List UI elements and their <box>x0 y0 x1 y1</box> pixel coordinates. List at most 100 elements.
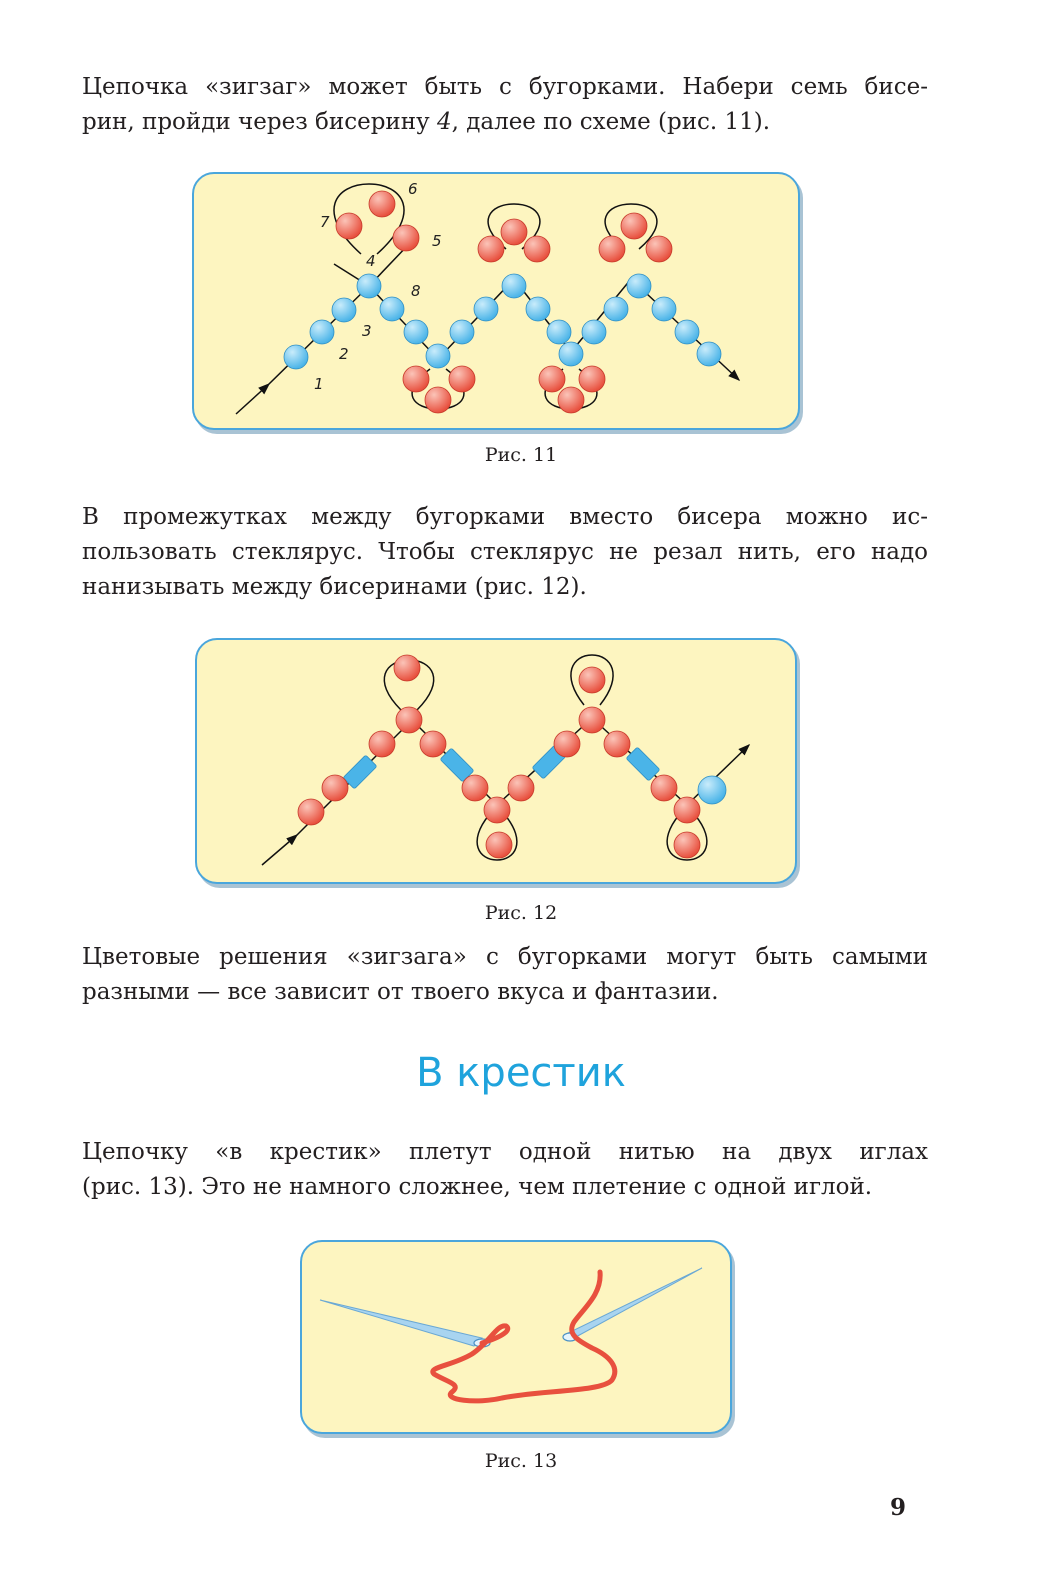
section-heading: В крестик <box>416 1050 626 1096</box>
paragraph-cross-chain: Цепочку «в крестик» плетут одной нитью н… <box>82 1135 928 1205</box>
thread-arrow-out <box>686 743 751 806</box>
blue-bead <box>697 775 727 805</box>
thread-loop <box>333 183 405 255</box>
red-thread <box>430 1269 618 1404</box>
thread-loop <box>666 814 708 861</box>
bugle-bead <box>440 748 474 782</box>
red-bead <box>393 654 421 682</box>
red-bead <box>477 235 505 263</box>
blue-bead <box>501 273 527 299</box>
text-line: (рис. 13). Это не намного сложнее, чем п… <box>82 1174 873 1200</box>
red-bead <box>368 730 396 758</box>
bead-label: 6 <box>408 180 418 198</box>
blue-bead <box>425 343 451 369</box>
bead-label: 5 <box>432 232 442 250</box>
red-bead <box>321 774 349 802</box>
bead-label: 2 <box>339 345 349 363</box>
text-line: разными — все зависит от твоего вкуса и … <box>82 979 719 1005</box>
bead-label: 1 <box>314 375 324 393</box>
blue-bead <box>674 319 700 345</box>
figure-13-caption: Рис. 13 <box>484 1450 558 1472</box>
figure-13-two-needles <box>300 1240 732 1434</box>
thread-line <box>437 278 515 360</box>
thread-line <box>570 278 632 353</box>
blue-bead <box>558 341 584 367</box>
text-line: нанизывать между бисеринами (рис. 12). <box>82 574 587 600</box>
thread-arrow-in <box>261 834 299 866</box>
blue-bead <box>525 296 551 322</box>
red-bead <box>553 730 581 758</box>
red-bead <box>673 796 701 824</box>
text-run: , далее по схеме (рис. 11). <box>451 109 771 135</box>
figure-11-caption: Рис. 11 <box>484 444 558 466</box>
red-bead <box>603 730 631 758</box>
page-number: 9 <box>890 1494 907 1521</box>
bead-label: 4 <box>366 252 376 270</box>
figure-12-diagram <box>261 654 751 866</box>
blue-bead <box>379 296 405 322</box>
text-line: Цепочка «зигзаг» может быть с бугорками.… <box>82 74 928 100</box>
text-run: рин, пройди через бисерину <box>82 109 437 135</box>
blue-bead <box>546 319 572 345</box>
figure-11-diagram: 123 4 5 6 7 8 <box>235 180 741 415</box>
red-bead <box>507 774 535 802</box>
bugle-bead <box>626 747 660 781</box>
red-bead <box>392 224 420 252</box>
red-bead <box>368 190 396 218</box>
red-bead <box>448 365 476 393</box>
blue-bead <box>581 319 607 345</box>
blue-bead <box>651 296 677 322</box>
paragraph-zigzag-intro: Цепочка «зигзаг» может быть с бугорками.… <box>82 70 928 140</box>
red-bead <box>335 212 363 240</box>
red-bead <box>395 706 423 734</box>
red-bead <box>485 831 513 859</box>
figure-12-bugle-zigzag <box>195 638 797 884</box>
text-line: Цветовые решения «зигзага» с бугорками м… <box>82 944 928 970</box>
blue-bead <box>283 344 309 370</box>
bead-label: 8 <box>411 282 421 300</box>
red-bead <box>557 386 585 414</box>
needle-left <box>319 1299 483 1347</box>
bead-label: 3 <box>362 322 372 340</box>
red-bead <box>419 730 447 758</box>
red-bead <box>578 706 606 734</box>
thread-loop <box>476 814 518 861</box>
thread-loop <box>604 203 658 250</box>
red-bead <box>578 666 606 694</box>
red-bead <box>461 774 489 802</box>
text-line: Цепочку «в крестик» плетут одной нитью н… <box>82 1139 928 1165</box>
text-line: пользовать стеклярус. Чтобы стеклярус не… <box>82 539 928 565</box>
figure-12-caption: Рис. 12 <box>484 902 558 924</box>
text-line: рин, пройди через бисерину 4, далее по с… <box>82 105 928 140</box>
figure-13-diagram <box>319 1267 703 1404</box>
paragraph-color-solutions: Цветовые решения «зигзага» с бугорками м… <box>82 940 928 1010</box>
thread-loop <box>570 654 614 706</box>
thread-loop <box>487 203 541 250</box>
blue-bead <box>331 297 357 323</box>
blue-bead <box>473 296 499 322</box>
red-bead <box>673 831 701 859</box>
text-line: В промежутках между бугорками вместо бис… <box>82 504 928 530</box>
thread-line <box>368 285 439 360</box>
blue-bead <box>626 273 652 299</box>
red-bead <box>523 235 551 263</box>
red-bead <box>538 365 566 393</box>
red-bead <box>650 774 678 802</box>
red-bead <box>598 235 626 263</box>
red-bead <box>483 796 511 824</box>
blue-bead <box>309 319 335 345</box>
bead-label: 7 <box>320 213 330 231</box>
red-bead <box>424 386 452 414</box>
red-bead <box>402 365 430 393</box>
blue-bead <box>696 341 722 367</box>
red-bead <box>620 212 648 240</box>
thread-arrow-in <box>235 382 271 415</box>
red-bead <box>500 218 528 246</box>
red-bead <box>645 235 673 263</box>
blue-bead <box>603 296 629 322</box>
blue-bead <box>356 273 382 299</box>
blue-bead <box>403 319 429 345</box>
red-bead <box>578 365 606 393</box>
red-bead <box>297 798 325 826</box>
